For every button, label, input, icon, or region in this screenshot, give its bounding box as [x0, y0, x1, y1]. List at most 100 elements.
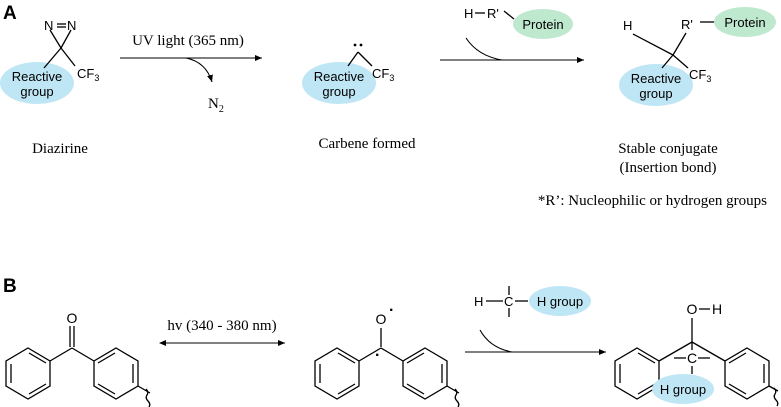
reactive-group-label-line2: group	[639, 86, 672, 101]
c-cf3-bond	[60, 47, 76, 67]
carbene-caption: Carbene formed	[318, 136, 416, 152]
crosslink-product-structure: O H C H group	[614, 301, 779, 407]
uv-condition-label: UV light (365 nm)	[132, 33, 244, 49]
reactive-group-label-line1: Reactive	[314, 69, 365, 84]
oxygen-radical-dot: ·	[389, 302, 394, 319]
ring-inner-bond	[97, 383, 116, 395]
ring-carbon-bond	[358, 347, 382, 362]
cf3-label: CF3	[77, 66, 99, 83]
carbonyl-ring-bond	[71, 347, 95, 362]
conjugate-structure: H R' Protein CF3 Reactive group	[619, 7, 776, 106]
phenyl-ring-left	[314, 347, 360, 400]
reagent-entry-curve	[479, 329, 513, 353]
reactive-group-label-line1: Reactive	[631, 71, 682, 86]
ring-inner-bond	[337, 352, 356, 364]
hv-condition-label: hv (340 - 380 nm)	[167, 318, 276, 334]
ring-inner-bond	[406, 352, 425, 364]
h-group-label: H group	[537, 294, 583, 309]
c-r-bond	[672, 32, 687, 56]
benzophenone-structure: O	[5, 310, 151, 407]
phenyl-ring-right	[93, 347, 139, 400]
ring-inner-bond	[406, 383, 425, 395]
carbene-structure: CF3 Reactive group	[302, 43, 394, 104]
reagent-r-label: R'	[487, 6, 499, 21]
nitrogen-label-2: N	[67, 18, 76, 33]
reactive-group-blob	[619, 64, 693, 106]
ring-inner-bond	[637, 352, 656, 364]
h-abstraction-arrow: H C H group	[465, 286, 606, 355]
wavy-attachment-icon	[145, 388, 151, 407]
carbene-cf3-label: CF3	[372, 66, 394, 83]
reagent-h-label: H	[464, 6, 473, 21]
panel-b-label: B	[3, 276, 17, 297]
ketyl-radical-structure: O · ·	[314, 302, 460, 407]
reagent-c-label: C	[504, 294, 513, 309]
reagent-entry-curve	[465, 37, 503, 61]
diazirine-structure: N N CF3 Reactive group	[0, 18, 99, 104]
carbon-radical-dot: ·	[375, 347, 380, 364]
reactive-group-blob	[0, 62, 74, 104]
ring-inner-bond	[728, 352, 747, 364]
reactive-group-blob	[302, 62, 376, 104]
phenyl-ring-right	[402, 347, 448, 400]
hydroxyl-oxygen-label: O	[687, 301, 698, 317]
protein-reaction-arrow: H R' Protein	[440, 6, 584, 63]
r-protein-bond	[503, 10, 515, 20]
carbene-dot-1	[353, 43, 357, 47]
phenyl-ring-left	[5, 347, 51, 400]
c-group-bond	[661, 54, 674, 69]
protein-label: Protein	[522, 17, 563, 32]
conjugate-cf3-label: CF3	[689, 67, 711, 84]
n-c-bond-left	[49, 29, 62, 49]
ring-inner-bond	[28, 383, 47, 395]
carbon-ring-bond	[691, 341, 726, 362]
diazirine-caption: Diazirine	[32, 141, 88, 157]
ring-carbon-bond	[658, 341, 693, 362]
wavy-attachment-icon	[454, 388, 460, 407]
protein-blob	[513, 9, 573, 39]
c-cf3-bond	[672, 54, 689, 69]
protein-blob	[714, 7, 776, 37]
h-group-blob	[529, 286, 591, 316]
radical-oxygen-label: O	[376, 311, 387, 327]
ring-inner-bond	[728, 383, 747, 395]
conjugate-r-label: R'	[681, 17, 693, 32]
h-group-blob	[652, 374, 714, 404]
carbonyl-oxygen-label: O	[67, 310, 78, 326]
r-prime-footnote: *R’: Nucleophilic or hydrogen groups	[538, 193, 767, 209]
product-h-group-label: H group	[660, 382, 706, 397]
n2-release-arrow	[185, 57, 213, 83]
carbene-group-bond	[347, 51, 359, 67]
reactive-group-label-line2: group	[20, 84, 53, 99]
nitrogen-label-1: N	[44, 18, 53, 33]
n2-byproduct-label: N2	[208, 96, 224, 115]
reactive-group-label-line1: Reactive	[12, 69, 63, 84]
conjugate-protein-label: Protein	[724, 15, 765, 30]
ring-carbonyl-bond	[49, 347, 73, 362]
conjugate-caption-line1: Stable conjugate	[618, 141, 718, 157]
wavy-attachment-icon	[773, 387, 779, 407]
h-c-bond	[632, 33, 674, 56]
carbene-dot-2	[359, 43, 363, 47]
conjugate-h-label: H	[623, 18, 632, 33]
reactive-group-label-line2: group	[322, 84, 355, 99]
ring-inner-bond	[97, 352, 116, 364]
hv-reaction-arrow: hv (340 - 380 nm)	[159, 318, 285, 346]
reagent-h-label: H	[474, 294, 483, 309]
panel-a-label: A	[3, 3, 17, 24]
c-group-bond	[43, 47, 62, 69]
phenyl-ring-right	[724, 347, 770, 400]
conjugate-caption-line2: (Insertion bond)	[619, 160, 716, 176]
product-carbon-label: C	[687, 350, 697, 366]
uv-reaction-arrow: UV light (365 nm) N2	[120, 33, 262, 115]
ring-inner-bond	[337, 383, 356, 395]
ring-inner-bond	[637, 383, 656, 395]
ring-inner-bond	[28, 352, 47, 364]
hydroxyl-h-label: H	[712, 301, 722, 317]
carbene-cf3-bond	[357, 51, 373, 67]
attachment-bond	[768, 385, 779, 392]
n-c-bond-right	[60, 29, 72, 49]
carbon-ring-bond	[380, 347, 404, 362]
